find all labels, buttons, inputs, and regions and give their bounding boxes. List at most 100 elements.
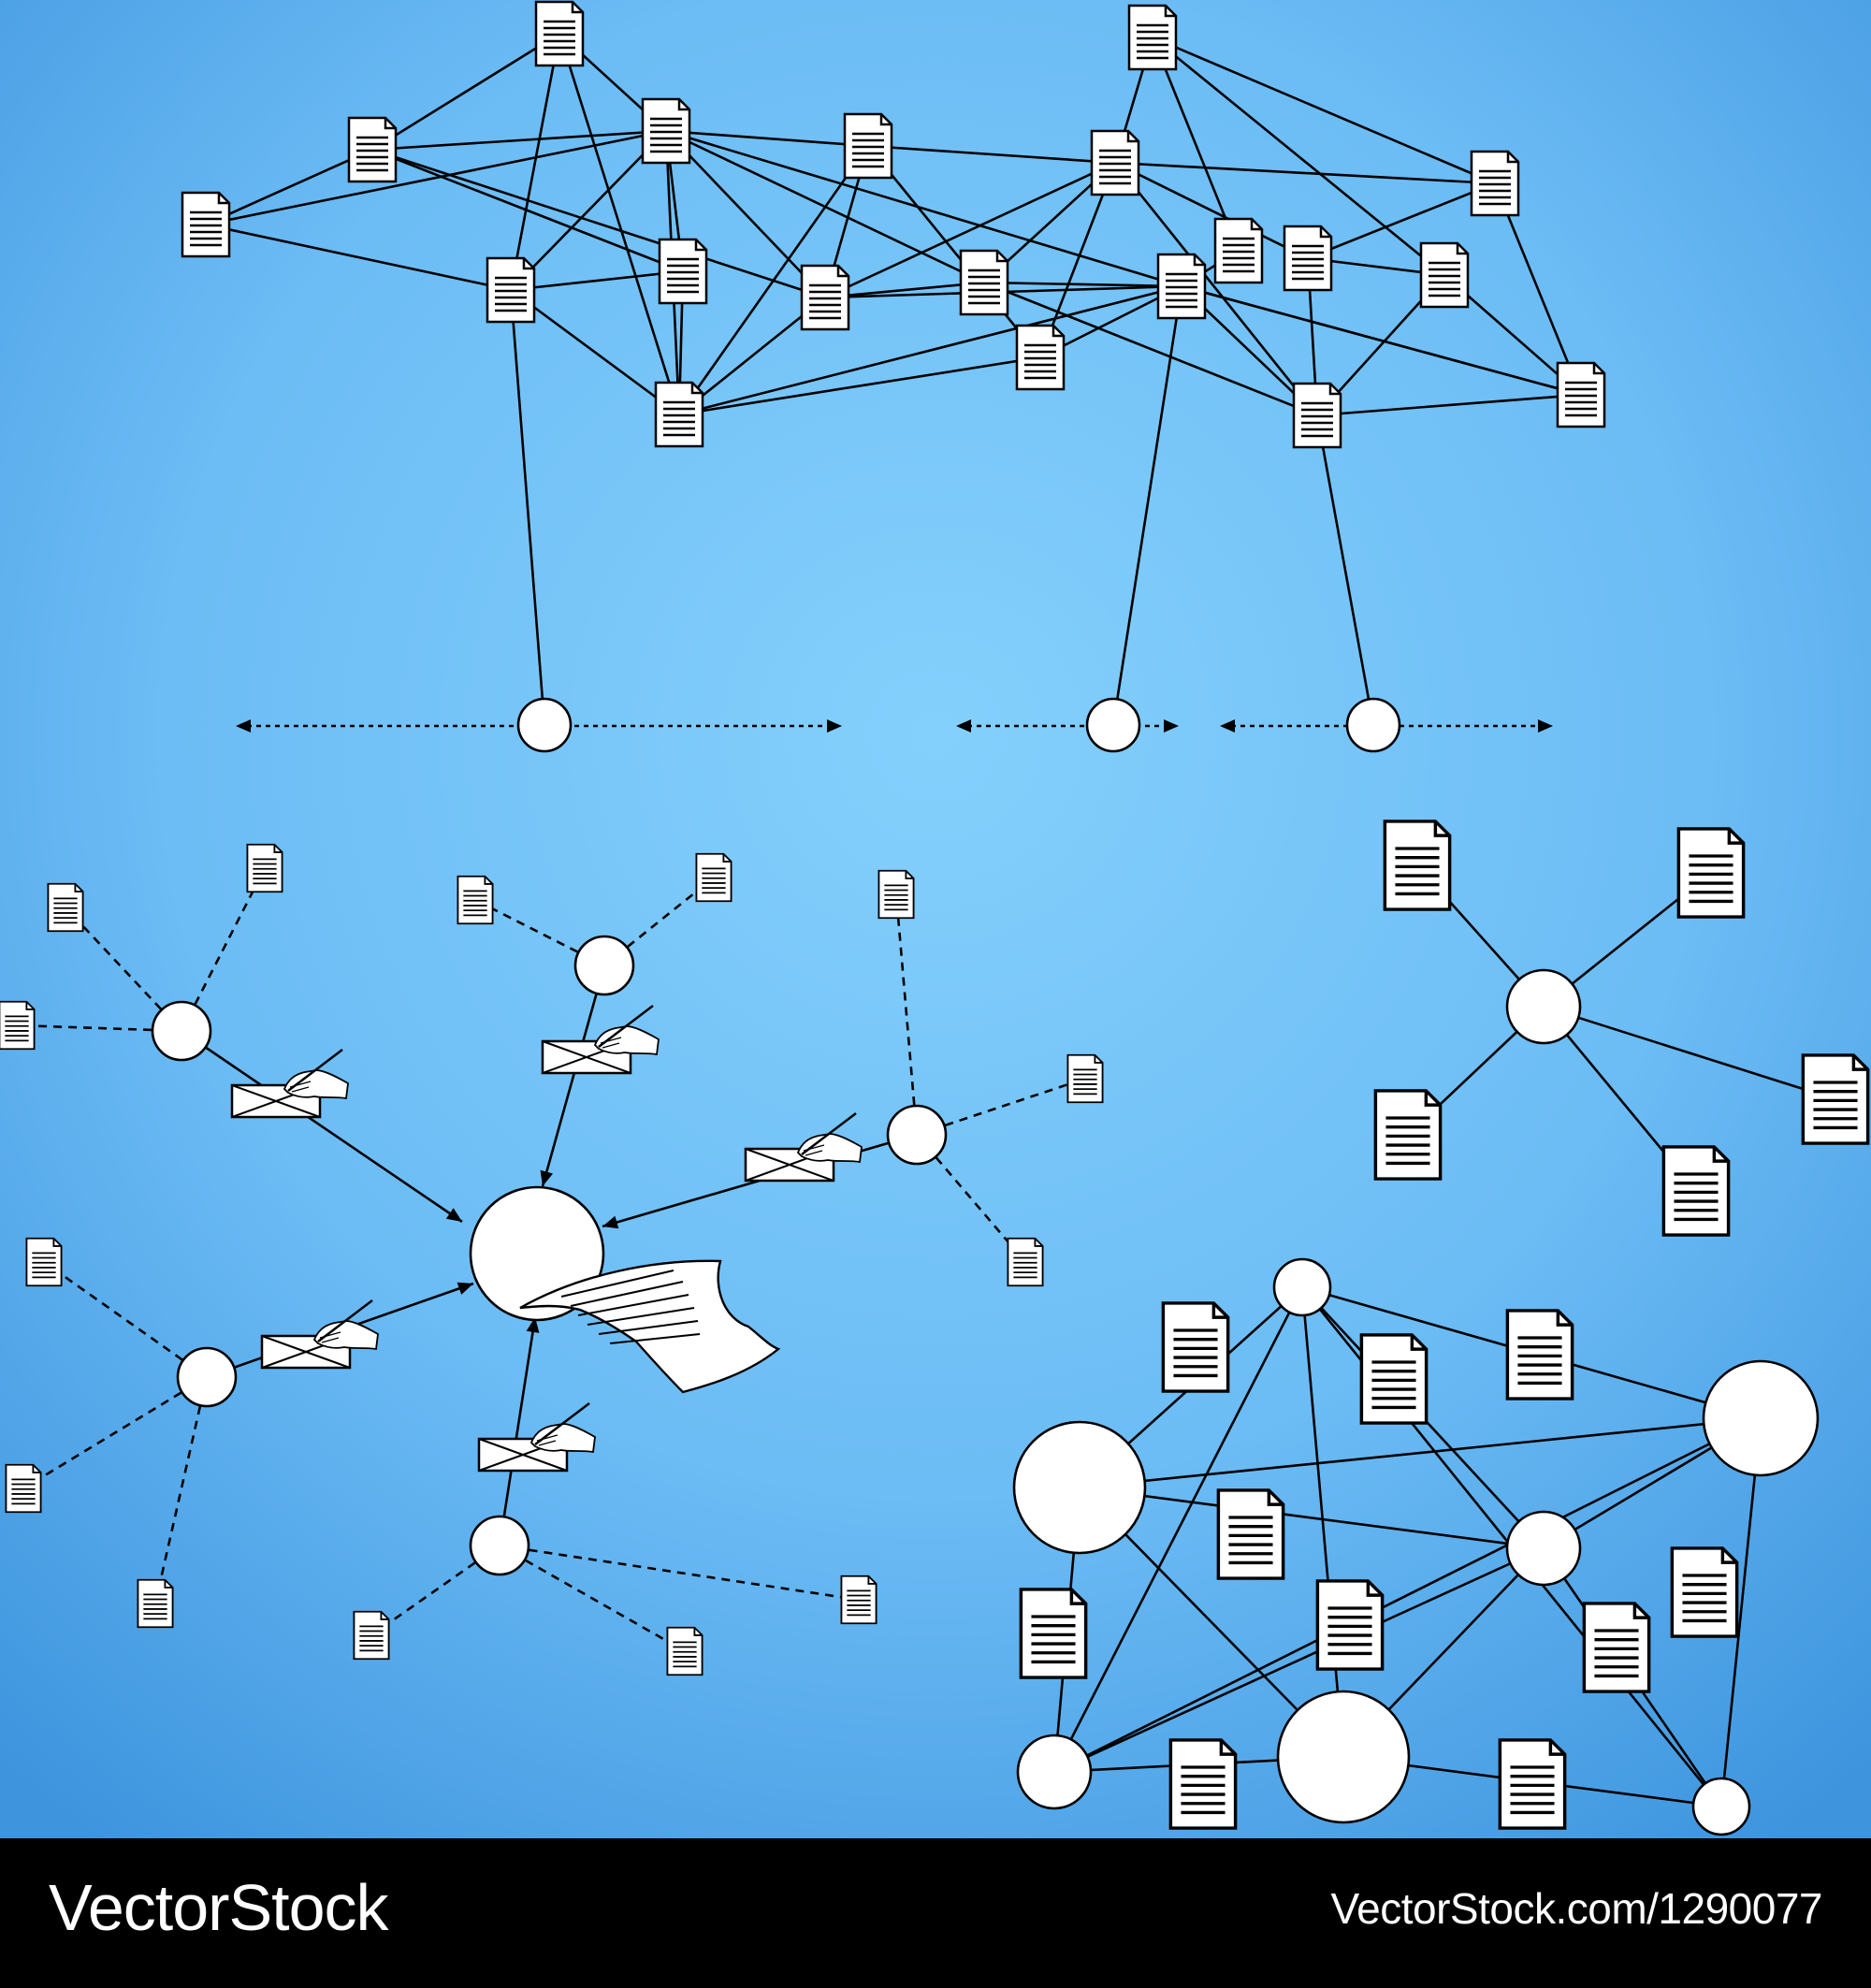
network-edge bbox=[983, 281, 1182, 288]
mesh-edge bbox=[1052, 1286, 1304, 1773]
document-icon bbox=[1007, 1237, 1044, 1287]
document-icon bbox=[1066, 1053, 1104, 1104]
dashed-link bbox=[22, 1375, 208, 1490]
letter-text-line bbox=[577, 1294, 689, 1316]
document-icon bbox=[1383, 820, 1452, 911]
arrow-link bbox=[181, 1029, 463, 1224]
network-edge bbox=[1493, 182, 1583, 396]
document-icon bbox=[457, 875, 494, 925]
arrowhead-icon bbox=[1164, 719, 1179, 733]
document-icon bbox=[1127, 4, 1178, 71]
circle-node bbox=[1276, 1690, 1411, 1824]
document-icon bbox=[1582, 1602, 1651, 1693]
circle-node bbox=[1272, 1257, 1332, 1317]
letter-text-line bbox=[587, 1307, 695, 1326]
document-icon bbox=[1676, 827, 1746, 919]
network-edge bbox=[665, 130, 826, 298]
document-icon bbox=[641, 97, 691, 165]
document-icon bbox=[1498, 1738, 1567, 1830]
network-edge bbox=[867, 144, 1116, 165]
circle-node bbox=[1702, 1359, 1820, 1477]
document-icon bbox=[486, 256, 536, 324]
document-icon bbox=[1213, 217, 1264, 284]
network-edge bbox=[1151, 36, 1240, 252]
arrowhead-icon bbox=[236, 719, 251, 733]
network-diagrams bbox=[0, 0, 1871, 1838]
arrowhead-icon bbox=[827, 719, 842, 733]
brand-logo-text: VectorStock bbox=[49, 1871, 389, 1944]
document-icon bbox=[1161, 1301, 1230, 1393]
circle-node bbox=[516, 697, 573, 753]
arrowhead-icon bbox=[1220, 719, 1235, 733]
mesh-edge bbox=[1079, 1486, 1545, 1550]
document-icon bbox=[695, 852, 732, 903]
circle-node bbox=[1505, 1510, 1582, 1587]
document-icon bbox=[25, 1237, 63, 1287]
dashed-link bbox=[65, 907, 182, 1032]
network-edge bbox=[371, 148, 684, 273]
network-edge bbox=[1152, 36, 1445, 277]
circle-node bbox=[469, 1515, 530, 1576]
network-edge bbox=[510, 130, 667, 291]
document-icon bbox=[181, 191, 231, 258]
mesh-edge bbox=[1053, 1416, 1762, 1774]
network-edge bbox=[665, 129, 1182, 288]
document-icon bbox=[1168, 1738, 1238, 1830]
network-edge bbox=[371, 148, 826, 299]
circle-node bbox=[1505, 968, 1582, 1045]
document-icon bbox=[353, 1610, 390, 1661]
background bbox=[0, 0, 1871, 1838]
network-edge bbox=[1113, 162, 1319, 416]
circle-node bbox=[1691, 1777, 1751, 1836]
document-icon bbox=[347, 116, 398, 183]
circle-node bbox=[176, 1346, 238, 1408]
document-icon bbox=[1216, 1488, 1285, 1580]
document-icon bbox=[1661, 1145, 1731, 1237]
network-edge bbox=[678, 284, 1182, 416]
document-icon bbox=[1015, 324, 1066, 391]
dashed-link bbox=[370, 1544, 500, 1637]
nodes bbox=[0, 0, 1870, 1836]
document-icon bbox=[1292, 382, 1342, 449]
arrow-link bbox=[541, 965, 606, 1187]
document-icon bbox=[1419, 241, 1470, 309]
circle-node bbox=[1012, 1420, 1147, 1555]
network-edge bbox=[824, 281, 985, 299]
document-icon bbox=[1359, 1333, 1429, 1425]
document-icon bbox=[1090, 129, 1140, 196]
arrowhead-icon bbox=[457, 1282, 473, 1295]
dashed-link bbox=[16, 1023, 182, 1033]
vertical-link bbox=[1315, 414, 1375, 726]
brand-url: VectorStock.com/1290077 bbox=[1330, 1884, 1823, 1933]
network-edge bbox=[677, 145, 870, 415]
mesh-edge bbox=[1079, 1416, 1762, 1489]
document-icon bbox=[1556, 361, 1606, 428]
vertical-link bbox=[1111, 285, 1183, 726]
document-icon bbox=[1373, 1089, 1443, 1181]
dashed-link bbox=[894, 893, 919, 1136]
network-edge bbox=[1307, 181, 1496, 260]
arrow-link bbox=[498, 1316, 537, 1546]
vertical-link bbox=[509, 289, 546, 726]
network-edge bbox=[1181, 284, 1582, 397]
dashed-link bbox=[474, 898, 605, 967]
network-edge bbox=[824, 161, 1116, 299]
document-icon bbox=[1283, 225, 1333, 292]
document-icon bbox=[666, 1626, 703, 1676]
network-edge bbox=[983, 281, 1318, 417]
circle-node bbox=[1345, 697, 1401, 753]
mesh-edge bbox=[1300, 1286, 1345, 1758]
document-icon bbox=[959, 249, 1009, 316]
document-icon bbox=[47, 882, 84, 933]
document-icon bbox=[1019, 1588, 1088, 1679]
document-icon bbox=[1470, 150, 1520, 217]
document-icon bbox=[654, 381, 704, 448]
mesh-edge bbox=[1719, 1417, 1762, 1807]
circle-node bbox=[886, 1104, 948, 1166]
arrowhead-icon bbox=[956, 719, 971, 733]
network-edge bbox=[678, 356, 1041, 416]
network-edge bbox=[205, 223, 512, 292]
document-icon bbox=[1315, 1579, 1385, 1671]
document-icon bbox=[1505, 1309, 1574, 1400]
